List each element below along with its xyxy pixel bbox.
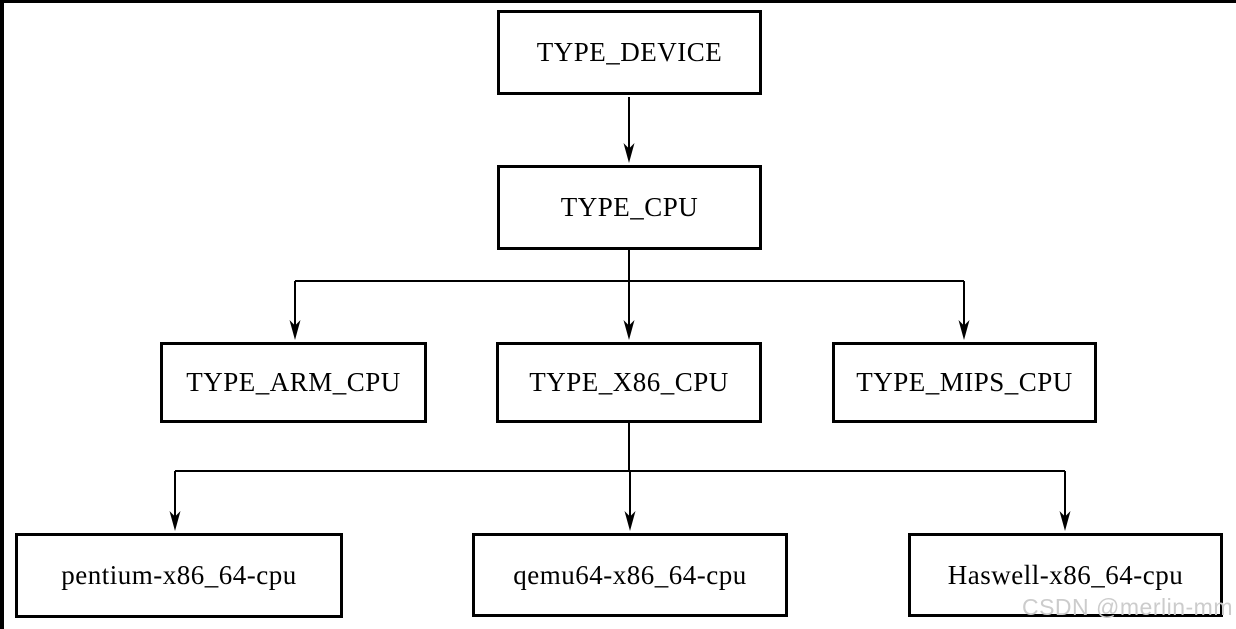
node-qemu64-x86-64-cpu: qemu64-x86_64-cpu (472, 533, 788, 617)
node-type-arm-cpu: TYPE_ARM_CPU (160, 342, 427, 423)
node-type-device-label: TYPE_DEVICE (536, 37, 723, 67)
node-type-x86-cpu-label: TYPE_X86_CPU (529, 367, 729, 397)
node-type-device: TYPE_DEVICE (497, 10, 762, 95)
frame-top-border (0, 0, 1236, 3)
node-type-cpu-label: TYPE_CPU (560, 192, 699, 222)
node-haswell-x86-64-cpu-label: Haswell-x86_64-cpu (947, 559, 1184, 590)
frame-left-border (0, 0, 4, 629)
node-type-arm-cpu-label: TYPE_ARM_CPU (186, 367, 401, 397)
node-type-cpu: TYPE_CPU (497, 165, 762, 250)
node-type-x86-cpu: TYPE_X86_CPU (496, 342, 762, 423)
node-type-mips-cpu: TYPE_MIPS_CPU (832, 342, 1097, 423)
node-qemu64-x86-64-cpu-label: qemu64-x86_64-cpu (513, 559, 747, 590)
node-haswell-x86-64-cpu: Haswell-x86_64-cpu (908, 533, 1223, 617)
node-pentium-x86-64-cpu-label: pentium-x86_64-cpu (61, 560, 297, 590)
node-pentium-x86-64-cpu: pentium-x86_64-cpu (15, 533, 343, 618)
node-type-mips-cpu-label: TYPE_MIPS_CPU (856, 367, 1073, 397)
